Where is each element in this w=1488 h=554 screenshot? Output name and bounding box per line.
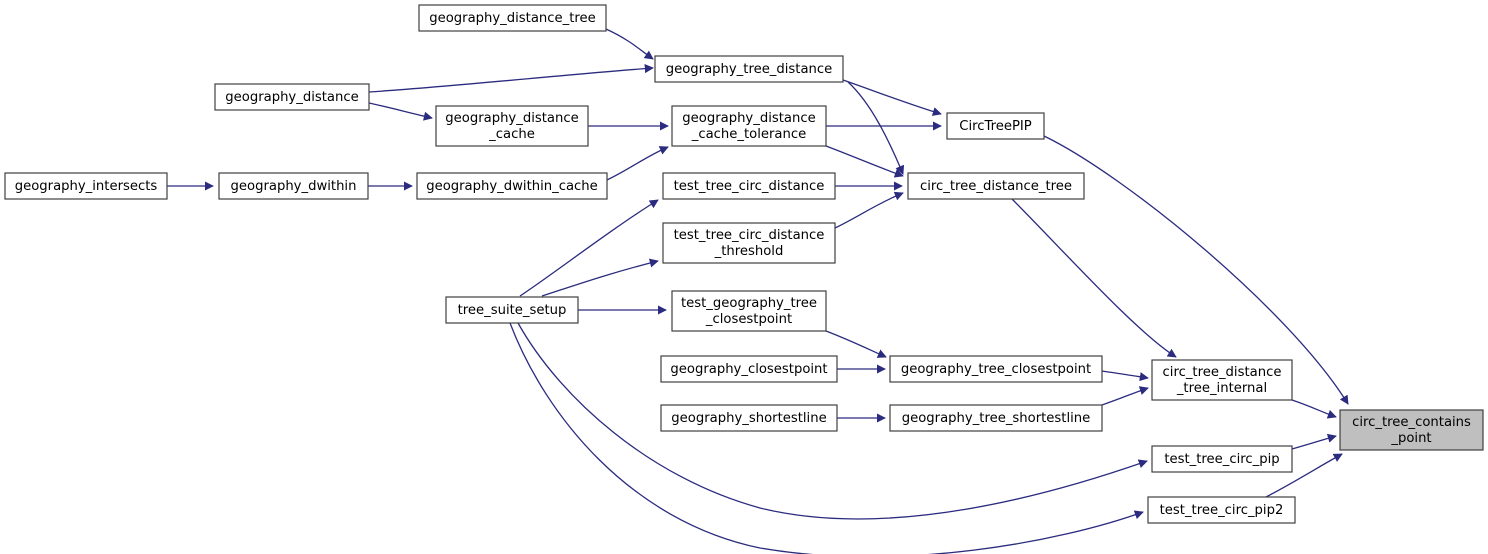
node-box-geography_dwithin_cache[interactable]: [416, 172, 608, 200]
node-label-geography_tree_closestpoint: geography_tree_closestpoint: [901, 362, 1091, 377]
node-box-geography_distance_cache_tolerance[interactable]: [671, 105, 827, 147]
edge-geography_dwithin_cache-to-geography_distance_cache_tolerance: [606, 146, 669, 181]
node-box-geography_tree_shortestline[interactable]: [889, 404, 1103, 432]
node-label-test_tree_circ_distance_threshold: test_tree_circ_distance: [674, 228, 825, 243]
node-label-geography_shortestline: geography_shortestline: [671, 411, 826, 426]
edge-geography_distance-to-geography_distance_cache: [368, 102, 433, 121]
node-box-circ_tree_distance_tree_internal[interactable]: [1151, 359, 1293, 401]
edge-geography_distance_tree-to-geography_tree_distance: [605, 28, 654, 60]
node-label-test_tree_circ_distance: test_tree_circ_distance: [674, 179, 825, 194]
node-box-geography_shortestline[interactable]: [660, 404, 838, 432]
node-geography_distance[interactable]: geography_distance: [214, 83, 370, 111]
node-circ_tree_distance_tree_internal[interactable]: circ_tree_distance_tree_internal: [1151, 359, 1293, 401]
node-test_geography_tree_closestpoint[interactable]: test_geography_tree_closestpoint: [671, 290, 827, 332]
node-test_tree_circ_distance[interactable]: test_tree_circ_distance: [662, 172, 836, 200]
node-tree_suite_setup[interactable]: tree_suite_setup: [445, 296, 579, 324]
node-geography_distance_cache[interactable]: geography_distance_cache: [435, 105, 589, 147]
edge-test_tree_circ_pip-to-circ_tree_contains_point: [1291, 433, 1337, 450]
node-label-geography_closestpoint: geography_closestpoint: [670, 362, 827, 377]
node-label-test_tree_circ_distance_threshold: _threshold: [714, 244, 784, 259]
node-box-circ_tree_distance_tree[interactable]: [907, 172, 1085, 200]
node-box-geography_closestpoint[interactable]: [660, 355, 838, 383]
edge-geography_tree_distance-to-circ_tree_distance_tree: [847, 81, 905, 175]
node-label-geography_tree_distance: geography_tree_distance: [666, 62, 833, 77]
node-label-geography_distance_cache: geography_distance: [445, 111, 578, 126]
edge-geography_tree_closestpoint-to-circ_tree_distance_tree_internal: [1101, 370, 1149, 382]
node-box-geography_intersects[interactable]: [4, 172, 168, 200]
edge-geography_distance-to-geography_tree_distance: [368, 64, 654, 93]
node-label-tree_suite_setup: tree_suite_setup: [458, 303, 567, 318]
edge-layer: [167, 28, 1349, 554]
node-label-circ_tree_contains_point: _point: [1390, 431, 1431, 446]
node-box-geography_dwithin[interactable]: [218, 172, 369, 200]
edge-tree_suite_setup-to-test_tree_circ_pip: [517, 322, 1148, 520]
node-label-CircTreePIP: CircTreePIP: [959, 119, 1032, 134]
edge-circ_tree_distance_tree_internal-to-circ_tree_contains_point: [1291, 399, 1337, 419]
node-box-test_tree_circ_distance_threshold[interactable]: [662, 222, 836, 264]
edge-tree_suite_setup-to-test_tree_circ_distance_threshold: [541, 258, 659, 297]
node-CircTreePIP[interactable]: CircTreePIP: [946, 112, 1045, 140]
node-geography_closestpoint[interactable]: geography_closestpoint: [660, 355, 838, 383]
node-label-geography_dwithin_cache: geography_dwithin_cache: [426, 179, 598, 194]
node-geography_tree_closestpoint[interactable]: geography_tree_closestpoint: [889, 355, 1103, 383]
node-geography_dwithin[interactable]: geography_dwithin: [218, 172, 369, 200]
node-label-geography_distance: geography_distance: [225, 90, 358, 105]
node-box-CircTreePIP[interactable]: [946, 112, 1045, 140]
node-box-test_geography_tree_closestpoint[interactable]: [671, 290, 827, 332]
node-layer: geography_distance_tree geography_tree_di…: [4, 4, 1484, 524]
node-box-test_tree_circ_distance[interactable]: [662, 172, 836, 200]
node-box-geography_tree_closestpoint[interactable]: [889, 355, 1103, 383]
node-label-geography_tree_shortestline: geography_tree_shortestline: [902, 411, 1091, 426]
node-geography_intersects[interactable]: geography_intersects: [4, 172, 168, 200]
node-box-geography_distance_tree[interactable]: [418, 4, 607, 32]
node-geography_distance_tree[interactable]: geography_distance_tree: [418, 4, 607, 32]
edge-test_tree_circ_distance_threshold-to-circ_tree_distance_tree: [834, 191, 904, 229]
edge-tree_suite_setup-to-test_tree_circ_pip2: [509, 322, 1144, 554]
node-test_tree_circ_pip2[interactable]: test_tree_circ_pip2: [1147, 496, 1296, 524]
node-geography_tree_distance[interactable]: geography_tree_distance: [654, 55, 844, 83]
node-geography_distance_cache_tolerance[interactable]: geography_distance_cache_tolerance: [671, 105, 827, 147]
node-box-geography_distance[interactable]: [214, 83, 370, 111]
node-box-test_tree_circ_pip2[interactable]: [1147, 496, 1296, 524]
node-label-test_tree_circ_pip: test_tree_circ_pip: [1164, 452, 1279, 467]
node-label-geography_distance_cache_tolerance: _cache_tolerance: [691, 127, 806, 142]
edge-circ_tree_distance_tree-to-circ_tree_distance_tree_internal: [1011, 198, 1177, 358]
node-label-geography_distance_cache_tolerance: geography_distance: [682, 111, 815, 126]
node-box-test_tree_circ_pip[interactable]: [1151, 445, 1293, 473]
edge-tree_suite_setup-to-test_tree_circ_distance: [519, 199, 659, 297]
node-circ_tree_contains_point[interactable]: circ_tree_contains_point: [1339, 409, 1484, 451]
node-box-tree_suite_setup[interactable]: [445, 296, 579, 324]
node-label-geography_distance_tree: geography_distance_tree: [429, 11, 596, 26]
node-box-circ_tree_contains_point[interactable]: [1339, 409, 1484, 451]
node-label-circ_tree_distance_tree: circ_tree_distance_tree: [920, 179, 1072, 194]
node-label-test_geography_tree_closestpoint: test_geography_tree: [681, 296, 817, 311]
node-test_tree_circ_distance_threshold[interactable]: test_tree_circ_distance_threshold: [662, 222, 836, 264]
edge-test_tree_circ_pip2-to-circ_tree_contains_point: [1265, 453, 1343, 498]
node-box-geography_tree_distance[interactable]: [654, 55, 844, 83]
node-label-circ_tree_distance_tree_internal: _tree_internal: [1176, 381, 1267, 396]
node-label-geography_distance_cache: _cache: [488, 127, 535, 142]
node-geography_shortestline[interactable]: geography_shortestline: [660, 404, 838, 432]
edge-geography_distance_cache_tolerance-to-circ_tree_distance_tree: [825, 145, 904, 178]
node-label-test_geography_tree_closestpoint: _closestpoint: [705, 312, 792, 327]
node-geography_tree_shortestline[interactable]: geography_tree_shortestline: [889, 404, 1103, 432]
node-test_tree_circ_pip[interactable]: test_tree_circ_pip: [1151, 445, 1293, 473]
node-label-geography_intersects: geography_intersects: [15, 179, 158, 194]
node-circ_tree_distance_tree[interactable]: circ_tree_distance_tree: [907, 172, 1085, 200]
edge-CircTreePIP-to-circ_tree_contains_point: [1043, 135, 1349, 405]
edge-test_geography_tree_closestpoint-to-geography_tree_closestpoint: [825, 330, 887, 358]
node-label-circ_tree_contains_point: circ_tree_contains: [1352, 415, 1471, 430]
node-label-geography_dwithin: geography_dwithin: [231, 179, 357, 194]
node-label-test_tree_circ_pip2: test_tree_circ_pip2: [1160, 503, 1284, 518]
node-box-geography_distance_cache[interactable]: [435, 105, 589, 147]
edge-geography_tree_distance-to-CircTreePIP: [842, 79, 942, 116]
edge-geography_tree_shortestline-to-circ_tree_distance_tree_internal: [1101, 386, 1149, 406]
node-label-circ_tree_distance_tree_internal: circ_tree_distance: [1163, 365, 1282, 380]
node-geography_dwithin_cache[interactable]: geography_dwithin_cache: [416, 172, 608, 200]
